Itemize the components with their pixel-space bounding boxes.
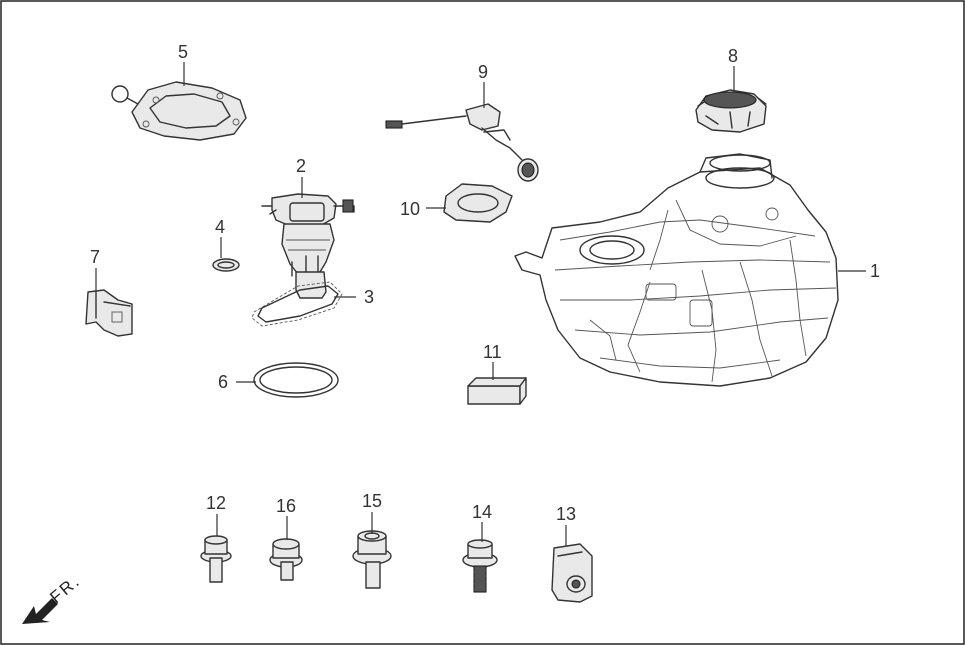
part-6-ring bbox=[253, 362, 339, 398]
callout-10: 10 bbox=[400, 199, 420, 219]
callout-labels: 1 2 3 4 5 6 7 8 9 10 11 12 13 14 15 16 bbox=[90, 42, 880, 524]
callout-4: 4 bbox=[215, 217, 225, 237]
part-15-bolt bbox=[352, 530, 392, 589]
part-1-fuel-tank bbox=[514, 153, 839, 387]
part-5-gasket-plate bbox=[111, 81, 247, 141]
part-13-clip-nut bbox=[551, 543, 593, 603]
part-7-bracket bbox=[85, 289, 133, 337]
callout-16: 16 bbox=[276, 496, 296, 516]
callout-8: 8 bbox=[728, 46, 738, 66]
callout-6: 6 bbox=[218, 372, 228, 392]
part-3-pump-gasket bbox=[251, 281, 343, 327]
callout-12: 12 bbox=[206, 493, 226, 513]
part-14-bolt bbox=[462, 539, 498, 593]
callout-5: 5 bbox=[178, 42, 188, 62]
part-10-flange bbox=[443, 183, 513, 223]
arrow-front-icon bbox=[22, 598, 58, 624]
part-12-bolt bbox=[200, 535, 232, 583]
callout-13: 13 bbox=[556, 504, 576, 524]
callout-14: 14 bbox=[472, 502, 492, 522]
callout-15: 15 bbox=[362, 491, 382, 511]
direction-indicator: FR. bbox=[22, 571, 84, 624]
part-4-o-ring bbox=[212, 258, 240, 272]
callout-2: 2 bbox=[296, 156, 306, 176]
leader-lines bbox=[95, 62, 866, 546]
callout-9: 9 bbox=[478, 62, 488, 82]
callout-1: 1 bbox=[870, 261, 880, 281]
part-2-fuel-pump bbox=[261, 193, 355, 299]
callout-11: 11 bbox=[483, 342, 502, 362]
callout-7: 7 bbox=[90, 247, 100, 267]
part-9-level-sender bbox=[385, 103, 539, 182]
part-16-bolt bbox=[269, 538, 303, 581]
part-8-fuel-cap bbox=[695, 89, 767, 133]
callout-3: 3 bbox=[364, 287, 374, 307]
part-11-pad bbox=[467, 377, 527, 405]
